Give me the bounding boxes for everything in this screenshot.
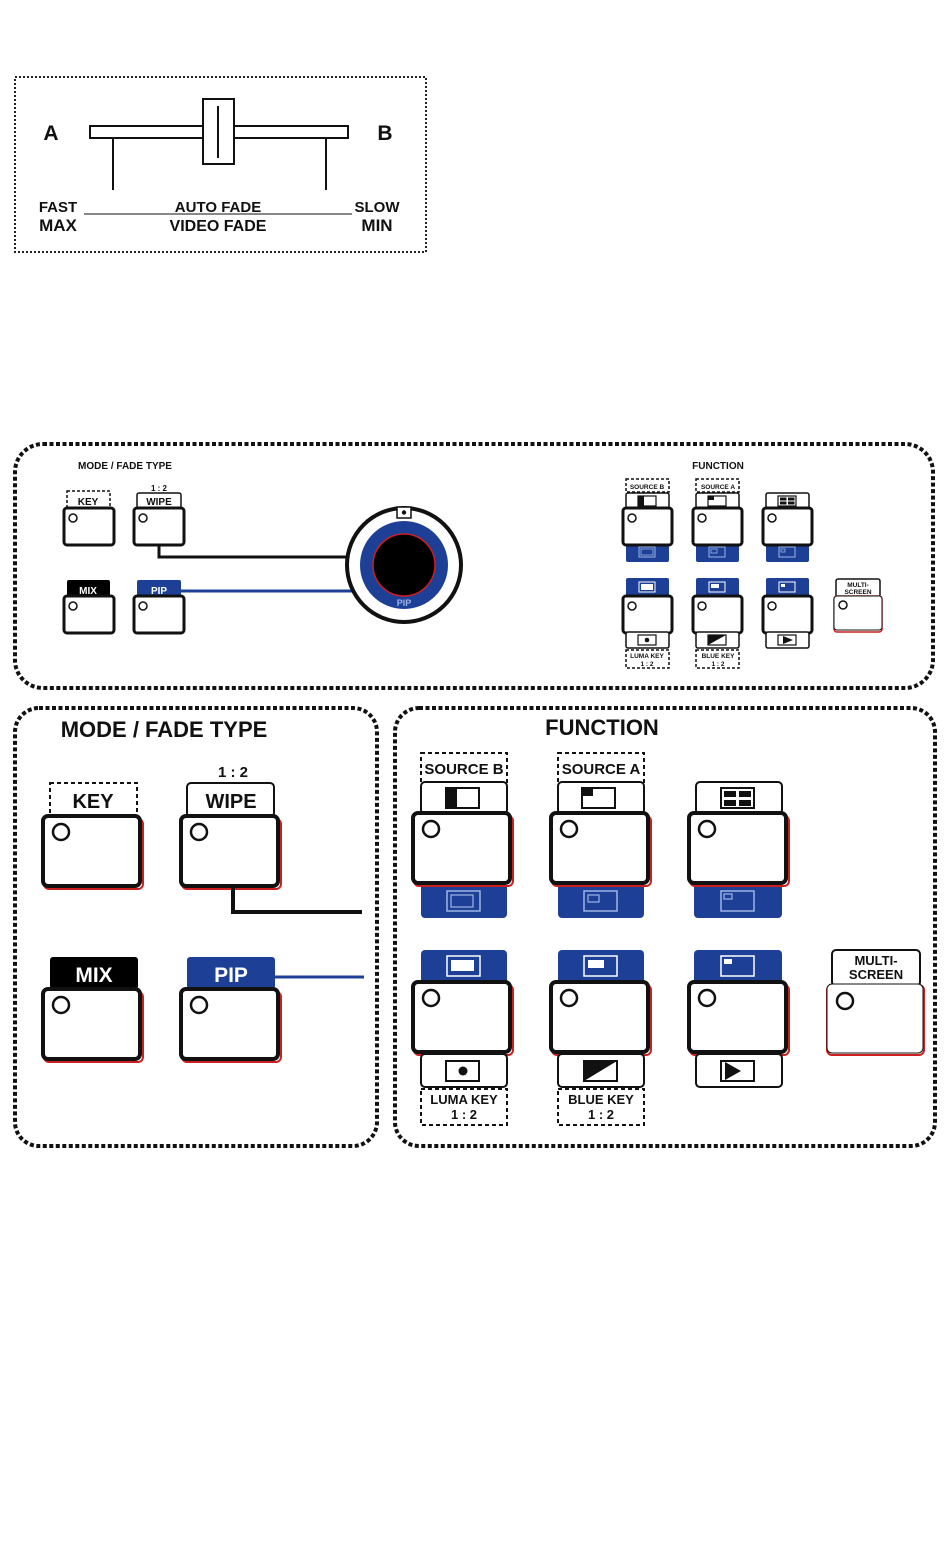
function-button-blue-key[interactable] bbox=[551, 982, 651, 1055]
luma-key-label: LUMA KEY bbox=[430, 1092, 498, 1107]
overview-fn-button-4[interactable] bbox=[623, 596, 672, 633]
overview-fn-button-1[interactable] bbox=[623, 508, 672, 545]
overview-function-title: FUNCTION bbox=[692, 461, 744, 472]
overview-source-a-label: SOURCE A bbox=[701, 484, 735, 491]
overview-pip-button[interactable] bbox=[134, 596, 184, 633]
overview-blue-key-icon bbox=[696, 632, 739, 648]
overview-fn-button-5[interactable] bbox=[693, 596, 742, 633]
overview-luma-ratio: 1 : 2 bbox=[640, 661, 653, 668]
function-button-source-a[interactable] bbox=[551, 813, 651, 886]
multi-screen-button[interactable] bbox=[827, 984, 924, 1055]
overview-fn-button-6[interactable] bbox=[763, 596, 812, 633]
overview-mode-title: MODE / FADE TYPE bbox=[78, 461, 172, 472]
overview-multi-screen-button[interactable] bbox=[834, 596, 882, 632]
source-a-label: SOURCE A bbox=[562, 761, 641, 778]
source-a-icon bbox=[558, 782, 644, 814]
fader-side-b: B bbox=[377, 122, 392, 145]
pip-label: PIP bbox=[214, 964, 248, 987]
fader-panel: A B FAST MAX AUTO FADE VIDEO FADE SLOW M… bbox=[15, 77, 426, 252]
source-b-icon bbox=[421, 782, 507, 814]
overview-mix-button[interactable] bbox=[64, 596, 114, 633]
label-min: MIN bbox=[361, 216, 392, 235]
overview-wipe-button[interactable] bbox=[134, 508, 184, 545]
label-max: MAX bbox=[39, 216, 77, 235]
wipe-button[interactable] bbox=[181, 816, 281, 889]
overview-panel: MODE / FADE TYPE FUNCTION KEY 1 : 2 WIPE… bbox=[15, 444, 933, 688]
overview-key-label: KEY bbox=[78, 497, 99, 508]
overview-luma-label: LUMA KEY bbox=[630, 653, 664, 660]
overview-multi-line1: MULTI- bbox=[847, 582, 869, 589]
overview-wipe-ratio: 1 : 2 bbox=[151, 484, 168, 493]
fader-side-a: A bbox=[43, 122, 58, 145]
function-button-play[interactable] bbox=[689, 982, 789, 1055]
mix-button[interactable] bbox=[43, 989, 143, 1062]
luma-key-ratio: 1 : 2 bbox=[451, 1107, 477, 1122]
label-fast: FAST bbox=[39, 199, 77, 216]
overview-luma-icon bbox=[626, 632, 669, 648]
overview-fn-button-3[interactable] bbox=[763, 508, 812, 545]
overview-fn-button-2[interactable] bbox=[693, 508, 742, 545]
label-video-fade: VIDEO FADE bbox=[170, 218, 267, 235]
overview-source-b-label: SOURCE B bbox=[630, 484, 665, 491]
multi-screen-line2: SCREEN bbox=[849, 967, 903, 982]
key-button[interactable] bbox=[43, 816, 143, 889]
overview-multi-line2: SCREEN bbox=[844, 589, 871, 596]
function-button-luma[interactable] bbox=[413, 982, 513, 1055]
overview-blue-key-ratio: 1 : 2 bbox=[711, 661, 724, 668]
overview-wipe-connector bbox=[159, 545, 348, 557]
mode-title: MODE / FADE TYPE bbox=[61, 717, 268, 742]
fader-handle[interactable] bbox=[203, 99, 234, 164]
label-auto-fade: AUTO FADE bbox=[175, 199, 261, 216]
blue-key-ratio: 1 : 2 bbox=[588, 1107, 614, 1122]
blue-key-icon bbox=[558, 1054, 644, 1087]
multi-screen-line1: MULTI- bbox=[854, 953, 897, 968]
mode-panel-frame bbox=[15, 708, 377, 1146]
function-panel: FUNCTION SOURCE B SOURCE A bbox=[395, 708, 935, 1146]
pip-button[interactable] bbox=[181, 989, 281, 1062]
mode-panel: MODE / FADE TYPE KEY 1 : 2 WIPE MIX PI bbox=[15, 708, 377, 1146]
luma-key-icon bbox=[421, 1054, 507, 1087]
wipe-label: WIPE bbox=[205, 791, 256, 813]
knob-pip-label: PIP bbox=[397, 598, 412, 608]
overview-key-button[interactable] bbox=[64, 508, 114, 545]
function-button-source-b[interactable] bbox=[413, 813, 513, 886]
overview-panel-frame bbox=[15, 444, 933, 688]
overview-blue-key-label: BLUE KEY bbox=[702, 653, 736, 660]
blue-key-label: BLUE KEY bbox=[568, 1092, 634, 1107]
overview-play-icon bbox=[766, 632, 809, 648]
mix-label: MIX bbox=[75, 964, 112, 987]
key-label: KEY bbox=[72, 791, 114, 813]
overview-wipe-label: WIPE bbox=[146, 497, 172, 508]
wipe-ratio: 1 : 2 bbox=[218, 764, 248, 781]
quad-split-icon bbox=[696, 782, 782, 814]
play-icon bbox=[696, 1054, 782, 1087]
function-button-quad[interactable] bbox=[689, 813, 789, 886]
label-slow: SLOW bbox=[355, 199, 401, 216]
function-title: FUNCTION bbox=[545, 715, 659, 740]
source-b-label: SOURCE B bbox=[424, 761, 503, 778]
